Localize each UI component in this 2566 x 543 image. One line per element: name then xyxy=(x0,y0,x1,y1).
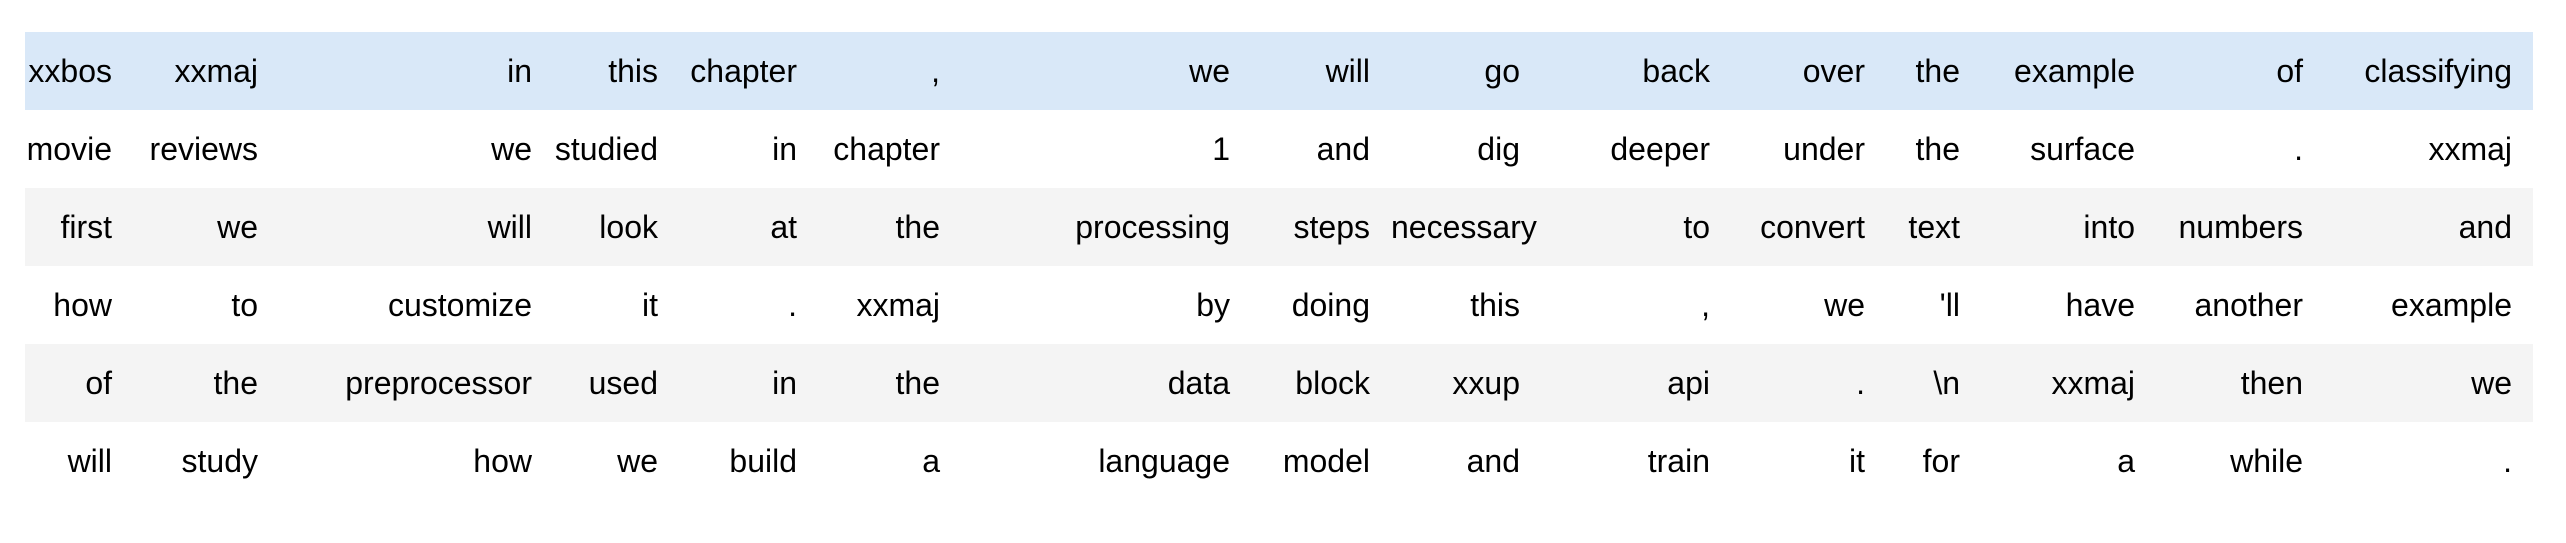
token-cell: it xyxy=(642,287,658,323)
token-cell: study xyxy=(181,443,258,479)
token-cell: under xyxy=(1783,131,1865,167)
token-cell: the xyxy=(895,365,940,401)
token-cell: back xyxy=(1642,53,1710,89)
table-row: will study how we build a language model and trai… xyxy=(25,422,2533,500)
token-cell: api xyxy=(1667,365,1710,401)
token-cell: the xyxy=(1915,131,1960,167)
token-cell: and xyxy=(1316,131,1370,167)
token-cell: processing xyxy=(1075,209,1230,245)
token-cell: first xyxy=(60,209,112,245)
token-cell: used xyxy=(588,365,658,401)
token-cell: have xyxy=(2065,287,2135,323)
token-cell: chapter xyxy=(833,131,940,167)
token-cell: to xyxy=(231,287,258,323)
token-cell: . xyxy=(2503,443,2512,479)
token-cell: the xyxy=(1915,53,1960,89)
token-cell: 'll xyxy=(1939,287,1960,323)
token-cell: example xyxy=(2391,287,2512,323)
token-cell: . xyxy=(2294,131,2303,167)
token-cell: deeper xyxy=(1610,131,1710,167)
token-cell: . xyxy=(1856,365,1865,401)
token-cell: numbers xyxy=(2178,209,2304,245)
token-cell: reviews xyxy=(149,131,258,167)
token-cell: we xyxy=(217,209,258,245)
token-cell: it xyxy=(1849,443,1865,479)
token-cell: language xyxy=(1098,443,1230,479)
token-cell: go xyxy=(1484,53,1520,89)
token-cell: for xyxy=(1922,443,1960,479)
token-cell: xxmaj xyxy=(856,287,940,323)
token-cell: necessary xyxy=(1391,209,1537,245)
token-cell: customize xyxy=(387,287,532,323)
token-cell: dig xyxy=(1477,131,1520,167)
token-cell: xxbos xyxy=(28,53,112,89)
token-table: xxbos xxmaj in this chapter, we will go back over… xyxy=(25,32,2533,500)
token-cell: classifying xyxy=(2364,53,2512,89)
token-cell: , xyxy=(931,53,940,89)
token-cell: of xyxy=(85,365,112,401)
token-cell: . xyxy=(788,287,797,323)
token-cell: example xyxy=(2014,53,2135,89)
token-cell: block xyxy=(1295,365,1370,401)
token-cell: we xyxy=(1824,287,1865,323)
token-cell: studied xyxy=(554,131,658,167)
token-cell: text xyxy=(1908,209,1960,245)
token-cell: at xyxy=(770,209,797,245)
table-row: movie reviews we studied in chapter 1 and dig dee… xyxy=(25,110,2533,188)
token-cell: this xyxy=(608,53,658,89)
token-cell: the xyxy=(895,209,940,245)
token-cell: we xyxy=(2471,365,2512,401)
token-cell: will xyxy=(487,209,532,245)
token-cell: while xyxy=(2230,443,2303,479)
token-cell: model xyxy=(1282,443,1370,479)
token-cell: we xyxy=(617,443,658,479)
token-cell: then xyxy=(2240,365,2303,401)
token-cell: look xyxy=(599,209,658,245)
token-cell: xxmaj xyxy=(2428,131,2512,167)
token-cell: by xyxy=(1196,287,1230,323)
token-cell: chapter xyxy=(690,53,797,89)
token-cell: a xyxy=(2117,443,2135,479)
token-cell: xxmaj xyxy=(174,53,258,89)
token-cell: in xyxy=(507,53,532,89)
token-cell: convert xyxy=(1760,209,1865,245)
token-cell: another xyxy=(2194,287,2303,323)
token-cell: xxmaj xyxy=(2051,365,2135,401)
token-cell: surface xyxy=(2030,131,2135,167)
token-cell: we xyxy=(491,131,532,167)
token-cell: and xyxy=(2458,209,2512,245)
token-cell: preprocessor xyxy=(345,365,532,401)
token-cell: 1 xyxy=(1212,131,1230,167)
token-cell: over xyxy=(1802,53,1865,89)
token-cell: movie xyxy=(26,131,112,167)
token-cell: in xyxy=(772,365,797,401)
token-cell: to xyxy=(1683,209,1710,245)
token-cell: xxup xyxy=(1452,365,1520,401)
token-cell: of xyxy=(2276,53,2303,89)
token-table-body: xxbos xxmaj in this chapter, we will go back over… xyxy=(25,32,2533,500)
token-cell: this xyxy=(1470,287,1520,323)
token-cell: in xyxy=(772,131,797,167)
token-cell: , xyxy=(1701,287,1710,323)
token-cell: will xyxy=(1325,53,1370,89)
token-cell: \n xyxy=(1933,365,1960,401)
token-cell: we xyxy=(1189,53,1230,89)
table-row: how to customize it. xxmaj by doing this, we 'll h… xyxy=(25,266,2533,344)
token-cell: the xyxy=(213,365,258,401)
token-cell: and xyxy=(1466,443,1520,479)
token-cell: doing xyxy=(1291,287,1370,323)
table-row: of the preprocessor used in the data block xxup a… xyxy=(25,344,2533,422)
table-row: first we will look at the processing steps neces… xyxy=(25,188,2533,266)
token-cell: into xyxy=(2083,209,2135,245)
table-row: xxbos xxmaj in this chapter, we will go back over… xyxy=(25,32,2533,110)
token-cell: how xyxy=(473,443,532,479)
token-cell: data xyxy=(1167,365,1230,401)
token-cell: will xyxy=(67,443,112,479)
token-cell: how xyxy=(53,287,112,323)
token-cell: a xyxy=(922,443,940,479)
token-cell: build xyxy=(729,443,797,479)
token-cell: train xyxy=(1647,443,1710,479)
token-cell: steps xyxy=(1293,209,1370,245)
